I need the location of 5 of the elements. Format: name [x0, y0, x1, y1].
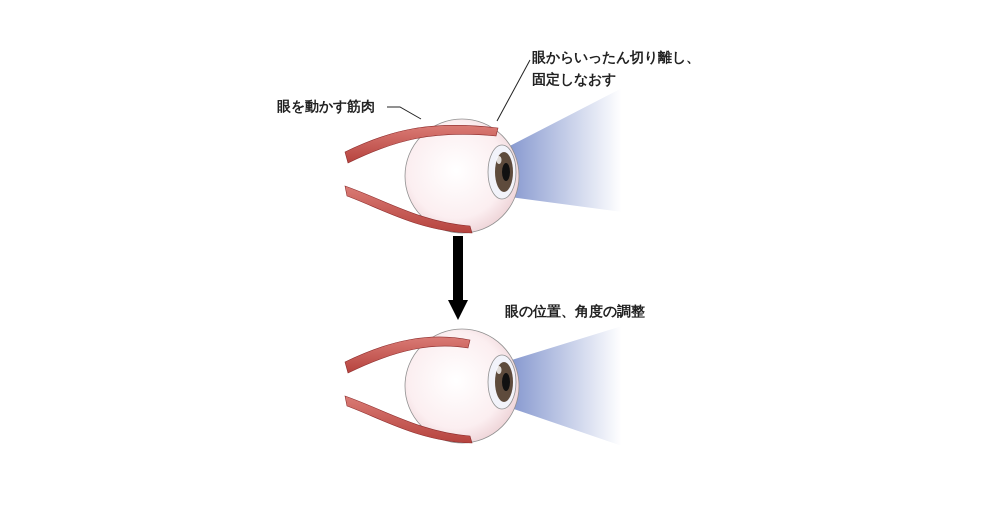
- label-text: 眼からいったん切り離し、固定しなおす: [532, 47, 710, 91]
- leader-line: [496, 60, 530, 122]
- leader-line: [386, 106, 422, 120]
- arrow: [448, 236, 468, 320]
- label-text: 眼を動かす筋肉: [277, 96, 387, 118]
